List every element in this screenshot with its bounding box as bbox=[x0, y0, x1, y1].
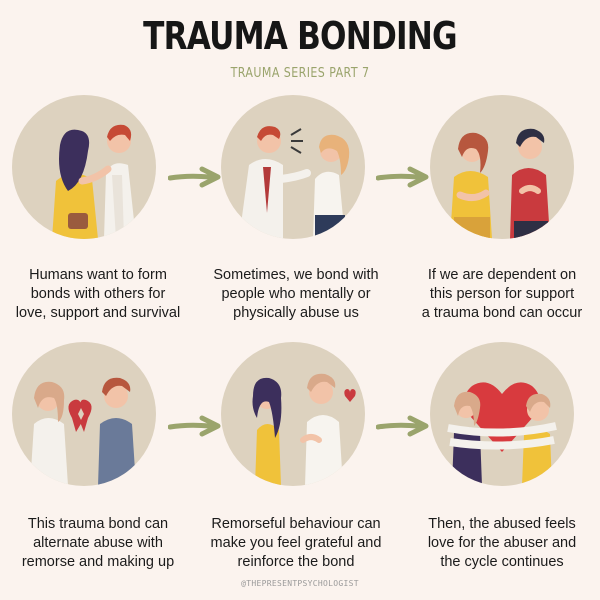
caption-2: Sometimes, we bond with people who menta… bbox=[213, 267, 379, 321]
arrow-right-icon bbox=[168, 166, 221, 188]
caption-5: Remorseful behaviour can make you feel g… bbox=[210, 516, 382, 570]
caption-4: This trauma bond can alternate abuse wit… bbox=[21, 516, 175, 570]
illustration-heart-bound-couple bbox=[430, 342, 574, 486]
caption-6: Then, the abused feels love for the abus… bbox=[427, 516, 577, 570]
illustration-sad-couple bbox=[430, 95, 574, 239]
caption-1: Humans want to form bonds with others fo… bbox=[15, 267, 181, 321]
arrow-right-icon bbox=[376, 415, 429, 437]
illustration-couple-embracing bbox=[12, 95, 156, 239]
arrow-right-icon bbox=[376, 166, 429, 188]
footer-credit: @THEPRESENTPSYCHOLOGIST bbox=[241, 579, 359, 588]
page-subtitle: TRAUMA SERIES PART 7 bbox=[230, 66, 370, 81]
caption-3: If we are dependent on this person for s… bbox=[421, 267, 583, 321]
illustration-man-yelling-at-woman bbox=[221, 95, 365, 239]
illustration-man-offering-heart bbox=[221, 342, 365, 486]
illustration-broken-heart-couple bbox=[12, 342, 156, 486]
page-title: TRAUMA BONDING bbox=[143, 14, 457, 58]
arrow-right-icon bbox=[168, 415, 221, 437]
